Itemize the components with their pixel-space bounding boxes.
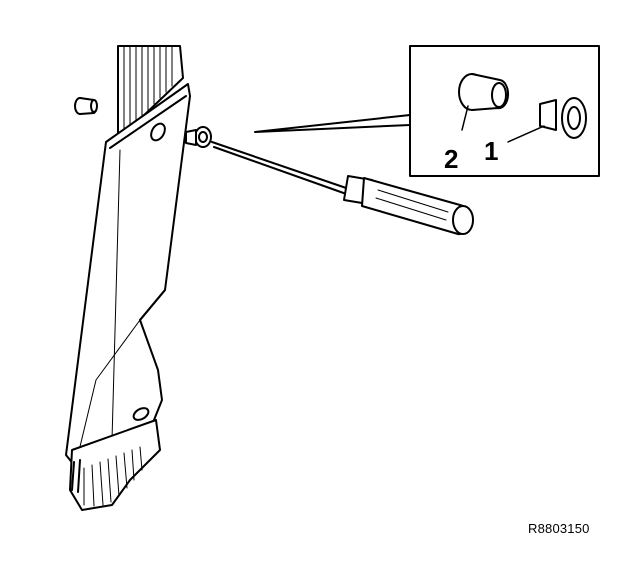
callout-label-1: 1	[484, 136, 498, 166]
rivet-left	[74, 97, 98, 115]
figure-reference-code: R8803150	[528, 521, 590, 536]
pillar-lower-bracket	[69, 419, 161, 511]
detail-leader	[254, 114, 411, 133]
detail-box	[409, 45, 600, 177]
lower-hole	[132, 407, 150, 421]
trim-clip	[185, 126, 212, 148]
pillar-upper-panel	[117, 45, 184, 141]
pillar-trim-panel	[65, 83, 191, 471]
callout-label-2: 2	[444, 144, 458, 174]
part-2-clip	[458, 73, 510, 111]
mounting-hole	[150, 122, 166, 142]
part-1-grommet	[539, 97, 587, 139]
screwdriver	[211, 141, 474, 236]
